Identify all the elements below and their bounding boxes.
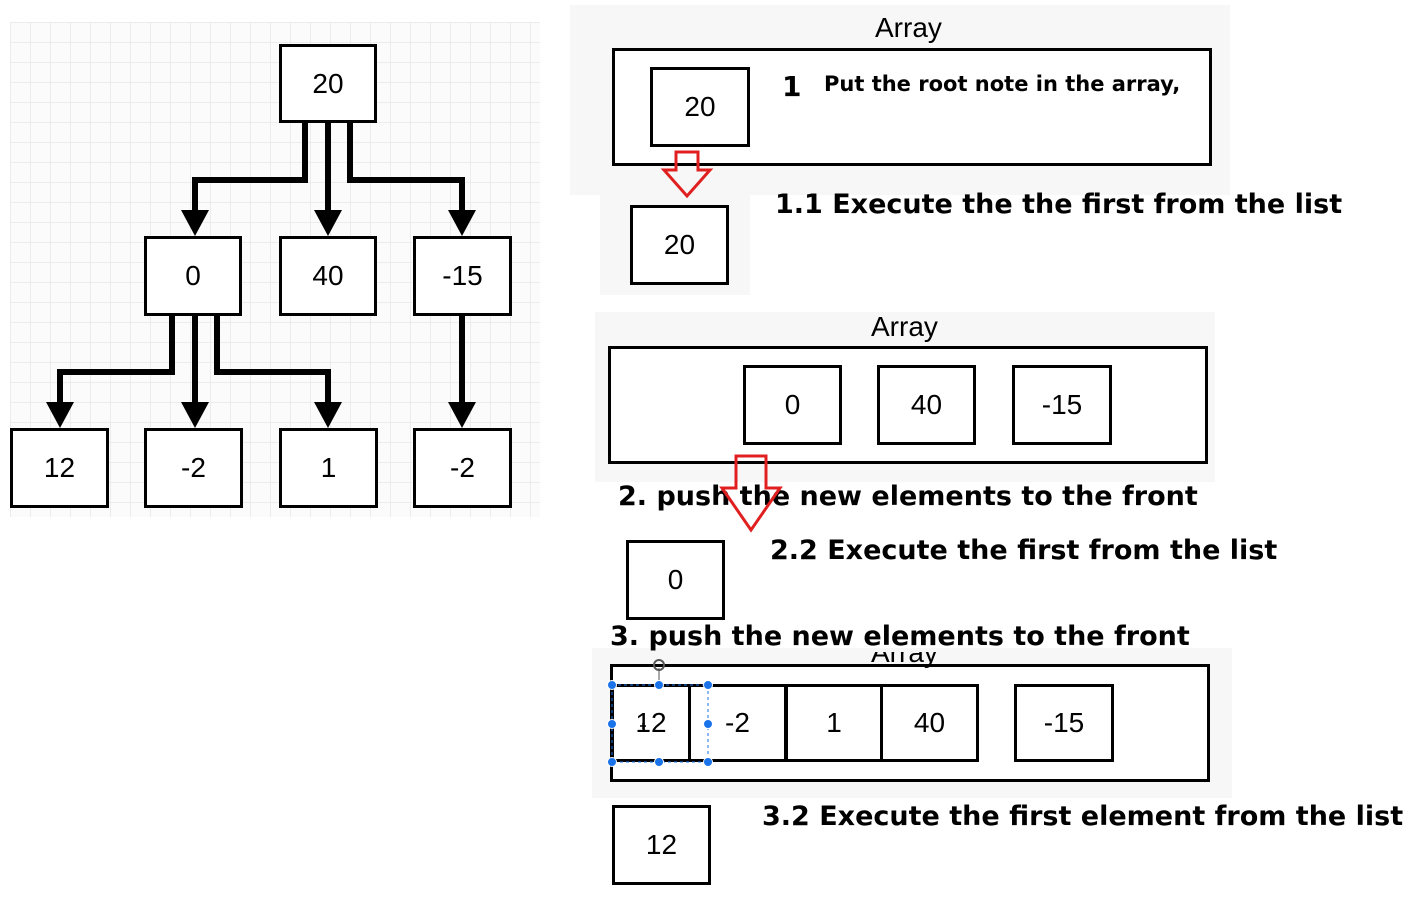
- array1-item-0: 20: [650, 67, 750, 147]
- arrowhead-icon: [181, 210, 209, 236]
- red-down-arrow-icon: [719, 454, 783, 533]
- tree-node-neg15: -15: [413, 236, 512, 316]
- arrowhead-icon: [448, 210, 476, 236]
- tree-node-root: 20: [279, 44, 377, 123]
- arrowhead-icon: [448, 402, 476, 428]
- edge-root-to-0: [192, 123, 308, 218]
- array2-item-2: -15: [1012, 365, 1112, 445]
- resize-handle-icon[interactable]: [607, 719, 617, 729]
- tree-node-0: 0: [144, 236, 242, 316]
- tree-node-neg2-a: -2: [144, 428, 243, 508]
- step3-text: 3. push the new elements to the front: [610, 621, 1190, 652]
- resize-handle-icon[interactable]: [654, 680, 664, 690]
- array3-item-2: 1: [785, 684, 883, 762]
- step2-2-result: 0: [626, 540, 725, 620]
- edge-0-to-1: [214, 316, 331, 410]
- arrowhead-icon: [181, 402, 209, 428]
- edge-root-to-neg15: [347, 123, 465, 218]
- resize-handle-icon[interactable]: [703, 757, 713, 767]
- resize-handle-icon[interactable]: [654, 757, 664, 767]
- red-down-arrow-icon: [660, 150, 714, 199]
- arrowhead-icon: [314, 210, 342, 236]
- edge-0-to-12: [57, 316, 175, 410]
- resize-handle-icon[interactable]: [703, 680, 713, 690]
- array3-item-3: 40: [880, 684, 979, 762]
- step1-1-result: 20: [630, 205, 729, 285]
- resize-handle-icon[interactable]: [607, 680, 617, 690]
- tree-node-neg2-b: -2: [413, 428, 512, 508]
- tree-node-12: 12: [10, 428, 109, 508]
- step3-2-text: 3.2 Execute the first element from the l…: [762, 801, 1403, 832]
- array-caption-2: Array: [871, 311, 938, 342]
- array2-item-1: 40: [877, 365, 976, 445]
- array-caption-1: Array: [875, 12, 942, 43]
- step1-number: 1: [782, 70, 802, 103]
- step2-2-text: 2.2 Execute the first from the list: [770, 535, 1278, 566]
- rotate-handle-icon: [653, 659, 665, 671]
- step2-text: 2. push the new elements to the front: [618, 481, 1198, 512]
- tree-node-40: 40: [279, 236, 377, 316]
- array3-item-4: -15: [1014, 684, 1114, 762]
- array2-item-0: 0: [743, 365, 842, 445]
- step1-1-text: 1.1 Execute the the first from the list: [775, 189, 1343, 220]
- resize-handle-icon[interactable]: [607, 757, 617, 767]
- arrowhead-icon: [46, 402, 74, 428]
- step1-text: Put the root note in the array,: [824, 72, 1181, 96]
- resize-handle-icon[interactable]: [703, 719, 713, 729]
- step3-2-result: 12: [612, 805, 711, 885]
- array-caption-3-partial: Array: [871, 637, 938, 668]
- tree-node-1: 1: [279, 428, 378, 508]
- arrowhead-icon: [314, 402, 342, 428]
